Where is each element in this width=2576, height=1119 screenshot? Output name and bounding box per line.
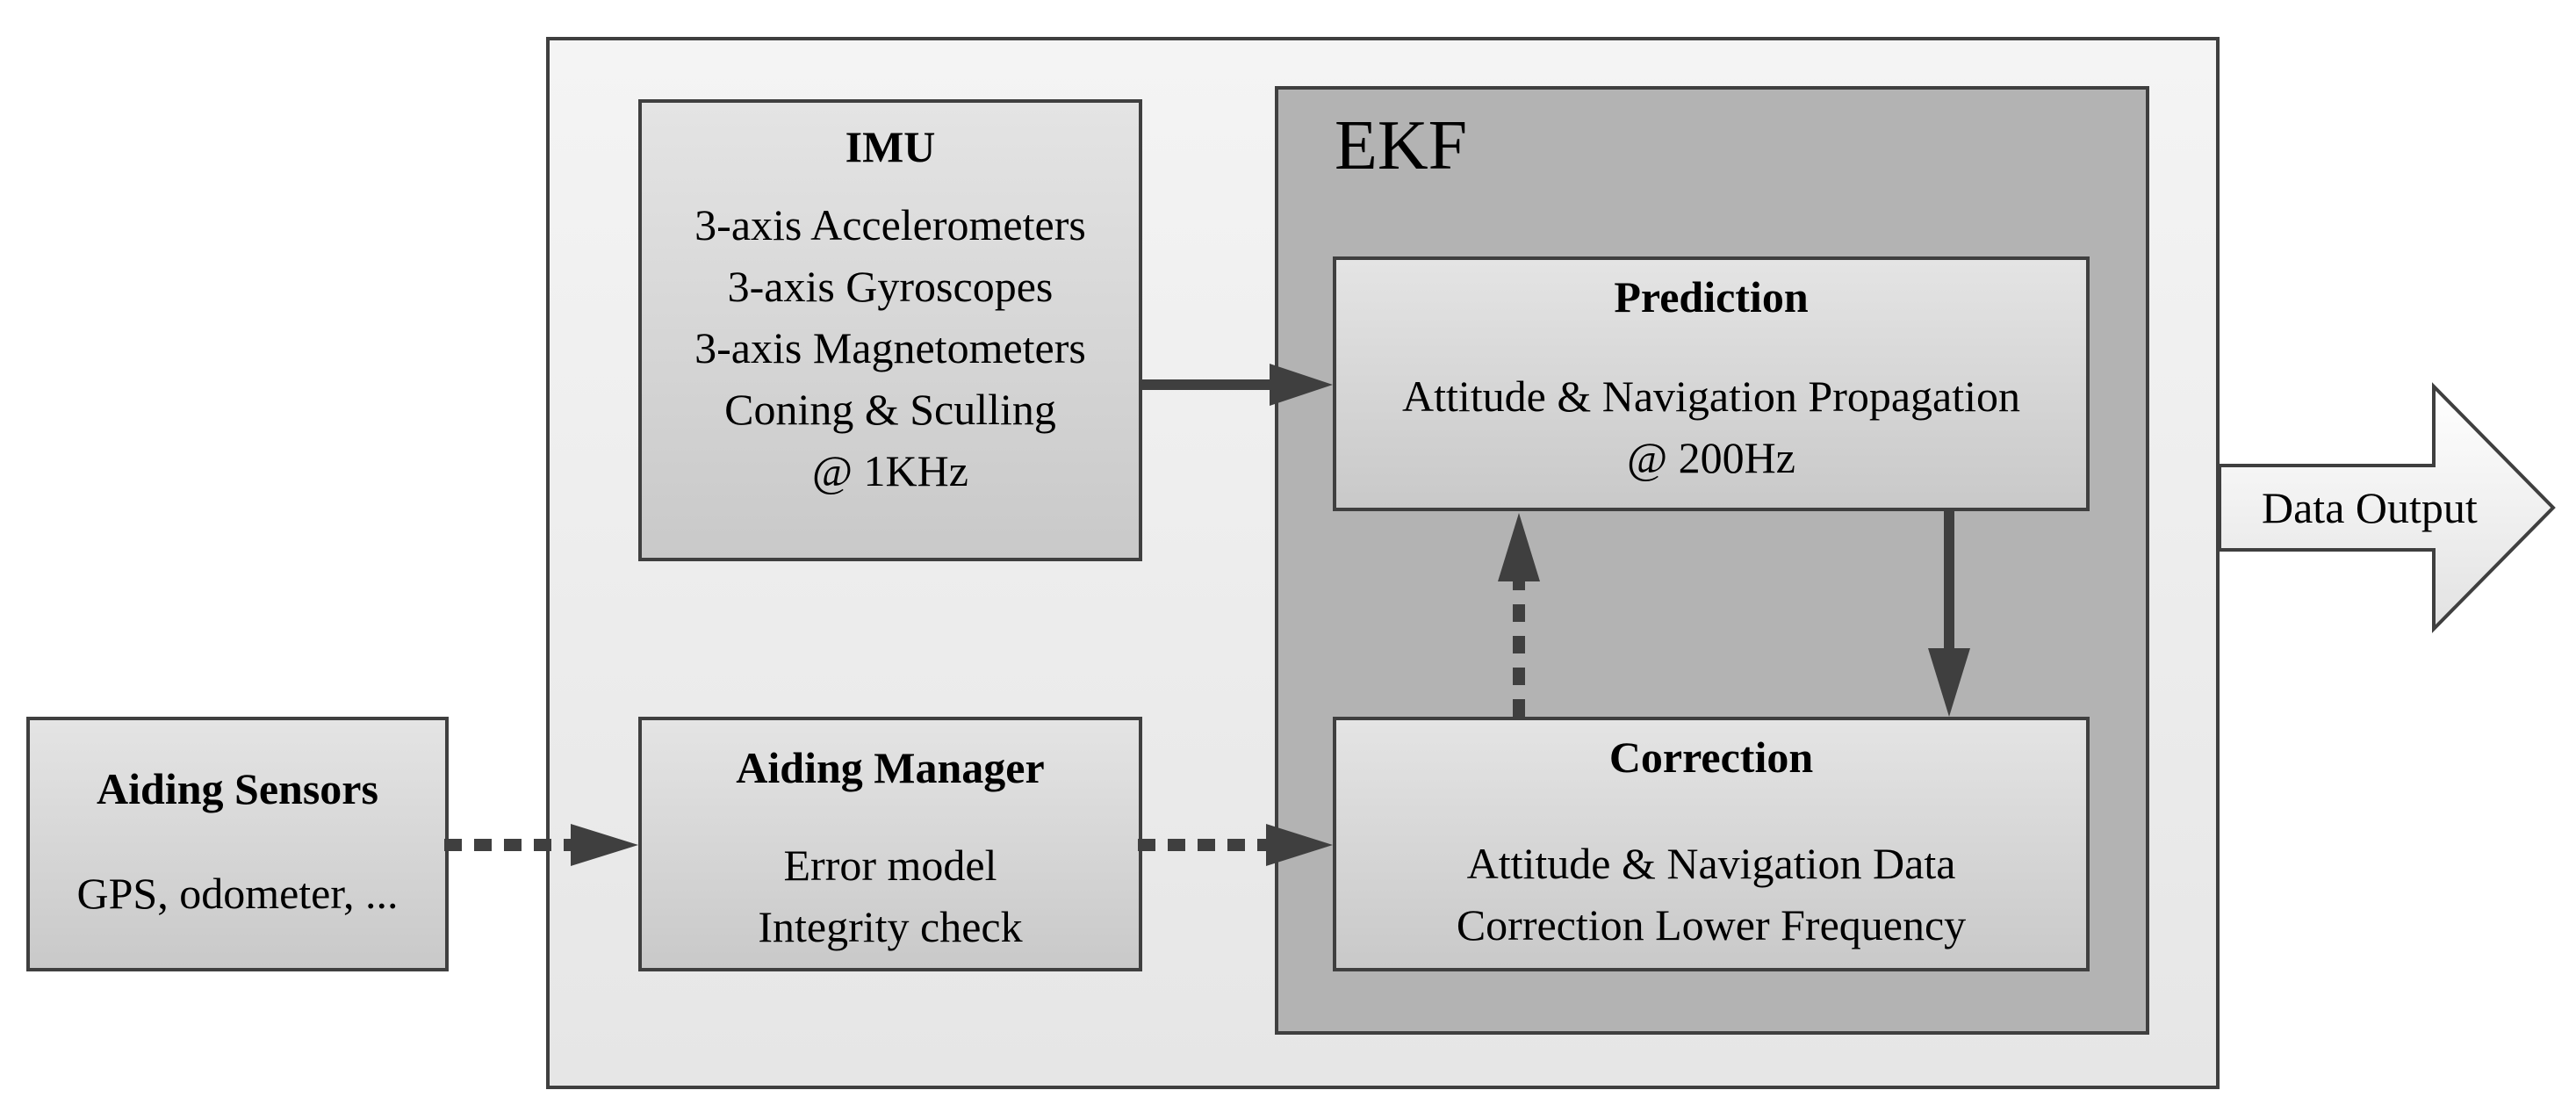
imu-title: IMU (845, 122, 936, 171)
prediction-title: Prediction (1614, 272, 1809, 321)
aiding-manager-line: Error model (783, 841, 997, 890)
aiding-manager-title: Aiding Manager (736, 743, 1045, 792)
prediction-block: Prediction Attitude & Navigation Propaga… (1333, 256, 2090, 511)
imu-body: 3-axis Accelerometers 3-axis Gyroscopes … (642, 194, 1139, 502)
aiding-sensors-body: GPS, odometer, ... (30, 863, 445, 924)
aiding-manager-block: Aiding Manager Error model Integrity che… (638, 717, 1142, 971)
prediction-line: Attitude & Navigation Propagation (1401, 372, 2021, 421)
correction-line: Attitude & Navigation Data (1466, 839, 1956, 888)
imu-line: Coning & Sculling (724, 385, 1056, 434)
aiding-manager-body: Error model Integrity check (642, 834, 1139, 957)
imu-line: 3-axis Accelerometers (694, 200, 1086, 249)
aiding-sensors-line: GPS, odometer, ... (76, 869, 399, 918)
ekf-title: EKF (1335, 107, 1468, 184)
imu-line: 3-axis Magnetometers (694, 323, 1086, 372)
imu-line: @ 1KHz (812, 446, 968, 495)
data-output-label: Data Output (2262, 483, 2478, 532)
prediction-line: @ 200Hz (1627, 433, 1795, 482)
correction-block: Correction Attitude & Navigation Data Co… (1333, 717, 2090, 971)
prediction-body: Attitude & Navigation Propagation @ 200H… (1336, 365, 2086, 488)
aiding-sensors-block: Aiding Sensors GPS, odometer, ... (26, 717, 449, 971)
correction-body: Attitude & Navigation Data Correction Lo… (1336, 833, 2086, 956)
aiding-sensors-title: Aiding Sensors (97, 764, 378, 813)
correction-title: Correction (1608, 733, 1814, 782)
aiding-manager-line: Integrity check (758, 902, 1023, 951)
correction-line: Correction Lower Frequency (1456, 900, 1967, 949)
imu-line: 3-axis Gyroscopes (727, 262, 1054, 311)
imu-block: IMU 3-axis Accelerometers 3-axis Gyrosco… (638, 99, 1142, 561)
